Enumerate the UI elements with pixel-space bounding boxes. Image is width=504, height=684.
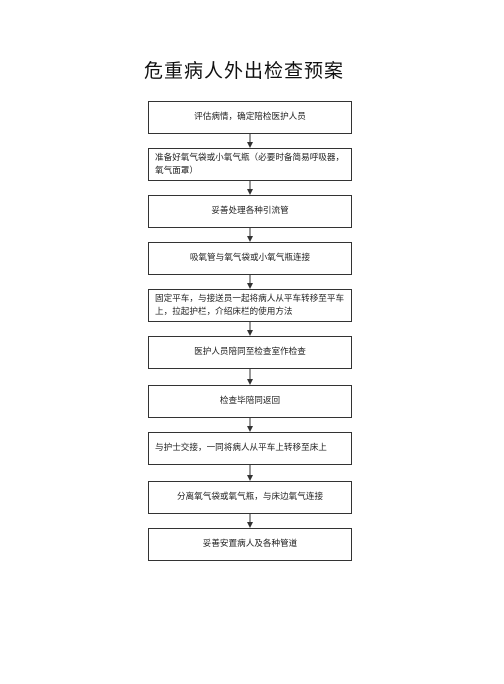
step-text: 准备好氧气袋或小氧气瓶（必要时备简易呼吸器，氧气面罩） — [155, 152, 345, 176]
step-box-switch-oxygen: 分离氧气袋或氧气瓶，与床边氧气连接 — [148, 481, 352, 514]
step-text: 检查毕陪同返回 — [219, 396, 281, 406]
step-text: 固定平车，与接送员一起将病人从平车转移至平车上，拉起护栏，介绍床栏的使用方法 — [155, 293, 345, 317]
step-box-settle-patient: 妥善安置病人及各种管道 — [148, 528, 352, 561]
step-box-assess: 评估病情，确定陪检医护人员 — [148, 101, 352, 134]
step-box-transfer-to-cart: 固定平车，与接送员一起将病人从平车转移至平车上，拉起护栏，介绍床栏的使用方法 — [148, 289, 352, 322]
page-title: 危重病人外出检查预案 — [144, 60, 345, 82]
step-text: 分离氧气袋或氧气瓶，与床边氧气连接 — [176, 492, 324, 502]
step-box-escort-exam: 医护人员陪同至检查室作检查 — [148, 336, 352, 369]
step-box-connect-oxygen: 吸氧管与氧气袋或小氧气瓶连接 — [148, 242, 352, 275]
step-text: 吸氧管与氧气袋或小氧气瓶连接 — [189, 253, 311, 263]
step-box-drainage-tubes: 妥善处理各种引流管 — [148, 195, 352, 228]
step-box-handover-to-bed: 与护士交接，一同将病人从平车上转移至床上 — [148, 432, 352, 465]
step-box-prepare-oxygen: 准备好氧气袋或小氧气瓶（必要时备简易呼吸器，氧气面罩） — [148, 148, 352, 181]
step-box-return: 检查毕陪同返回 — [148, 385, 352, 418]
step-text: 与护士交接，一同将病人从平车上转移至床上 — [155, 443, 327, 453]
step-text: 妥善安置病人及各种管道 — [202, 539, 298, 549]
step-text: 评估病情，确定陪检医护人员 — [194, 112, 306, 122]
step-text: 妥善处理各种引流管 — [211, 206, 289, 216]
step-text: 医护人员陪同至检查室作检查 — [194, 347, 306, 357]
